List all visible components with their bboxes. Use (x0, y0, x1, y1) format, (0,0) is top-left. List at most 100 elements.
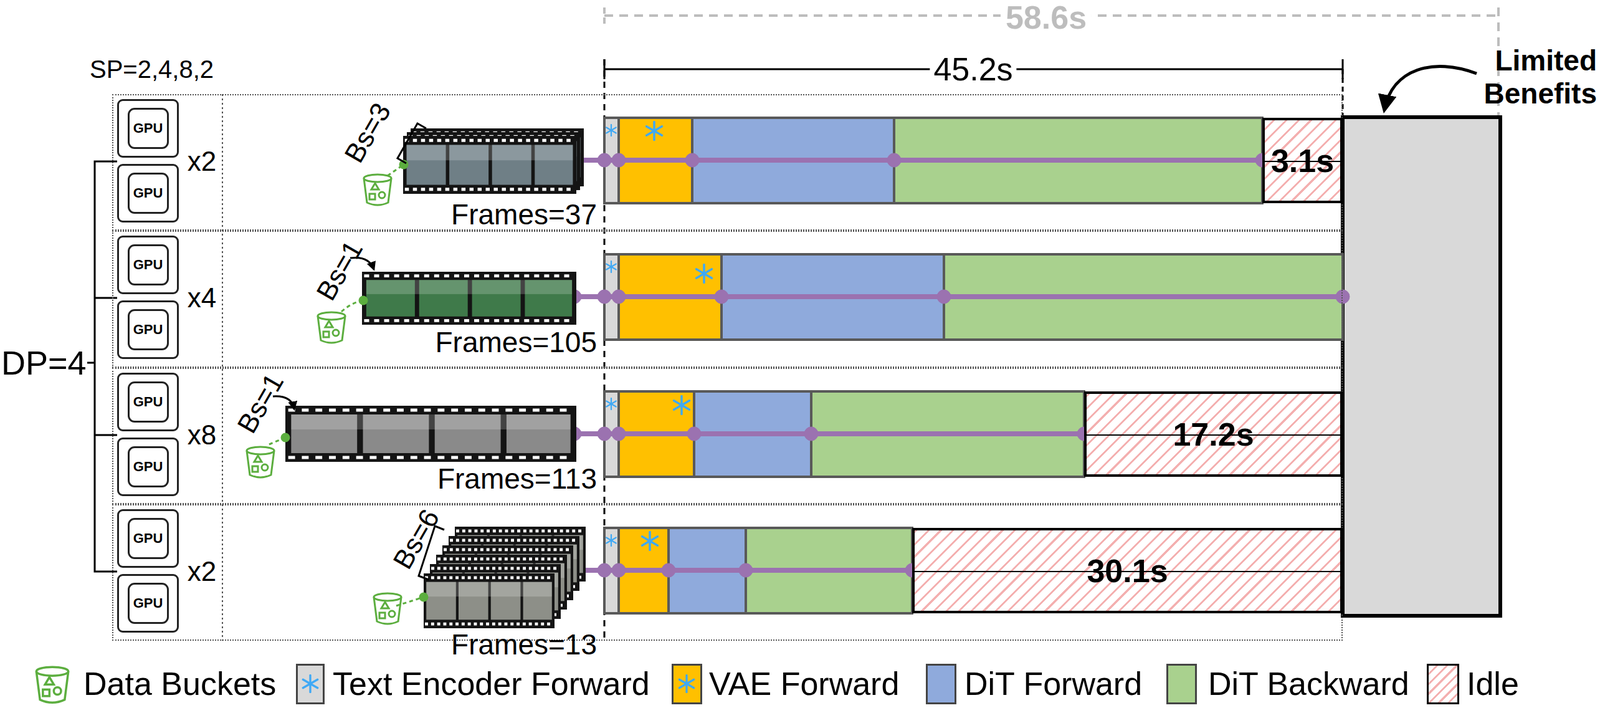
frame-count: Frames=13 (451, 629, 597, 659)
pipeline-line (611, 563, 626, 577)
sp-count: x4 (187, 284, 217, 312)
pipeline-line (568, 157, 1263, 163)
frozen-snowflake (302, 122, 712, 693)
pipeline-line (661, 563, 676, 577)
gpu-box: GPU (117, 99, 179, 158)
idle-time: 3.1s (1271, 144, 1334, 177)
legend-label: Data Buckets (83, 667, 277, 700)
bucket-link (419, 593, 428, 601)
frozen-snowflake (606, 261, 617, 273)
frozen-snowflake (606, 124, 617, 136)
legend-swatch (1426, 663, 1460, 705)
callout-note: Limited Benefits (1464, 44, 1597, 111)
frozen-snowflake (642, 532, 658, 551)
frame-count: Frames=37 (451, 200, 597, 229)
span-guides (603, 59, 606, 80)
frozen-snowflake (679, 675, 694, 693)
gpu-label: GPU (133, 321, 164, 338)
gpu-label: GPU (133, 595, 164, 612)
gpu-label: GPU (133, 393, 164, 410)
legend-swatch (1166, 663, 1197, 705)
dp-label: DP=4 (1, 345, 87, 380)
bucket-link (359, 296, 367, 305)
frozen-snowflake (674, 396, 690, 415)
gpu-box: GPU (117, 437, 179, 496)
frozen-snowflake (606, 534, 617, 546)
idle-box: 30.1s (912, 527, 1343, 614)
pipeline-line (937, 289, 951, 304)
video-film (423, 573, 555, 629)
pipeline-line (597, 289, 612, 304)
gpu-chip: GPU (127, 244, 169, 286)
pipeline-line (597, 563, 612, 577)
idle-box: 3.1s (1262, 117, 1343, 204)
gpu-label: GPU (133, 458, 164, 475)
video-film (403, 135, 577, 194)
frame-count: Frames=113 (437, 464, 597, 493)
frozen-snowflake (696, 264, 713, 283)
pipeline-line (611, 426, 626, 441)
gpu-chip: GPU (127, 446, 169, 488)
legend-swatch (671, 663, 703, 705)
batch-brace (397, 123, 427, 164)
frozen-snowflake (646, 122, 663, 141)
gpu-chip: GPU (127, 107, 169, 149)
pipeline-line (887, 153, 901, 167)
sp-count: x8 (187, 421, 217, 449)
pipeline-line (687, 426, 701, 441)
video-film (361, 271, 577, 325)
step-time: 45.2s (929, 52, 1017, 86)
video-film (285, 405, 577, 462)
data-bucket (246, 446, 275, 478)
row-band: x2 Bs=3Frames=37 GPU GPU 3.1s (112, 94, 1343, 231)
pipeline-line (1335, 289, 1350, 304)
gpu-chip: GPU (127, 309, 169, 351)
row-band: x4 Bs=1Frames=105 GPU GPU (112, 230, 1343, 368)
gpu-label: GPU (133, 120, 164, 137)
pipeline-line (597, 426, 612, 441)
gpu-label: GPU (133, 256, 164, 273)
gpu-label: GPU (133, 530, 164, 547)
legend-label: DiT Backward (1208, 667, 1410, 700)
data-bucket (363, 174, 392, 205)
gpu-chip: GPU (127, 517, 169, 559)
gpu-box: GPU (117, 163, 179, 223)
idle-time: 30.1s (1086, 554, 1168, 587)
batch-size: Bs=1 (233, 368, 289, 438)
span-guides (603, 7, 606, 27)
limited-benefit-box (1342, 117, 1501, 616)
legend-swatch (295, 663, 325, 705)
legend-label: VAE Forward (709, 667, 900, 700)
frozen-snowflake (606, 398, 617, 410)
batch-size: Bs=6 (388, 504, 445, 574)
sp-config: SP=2,4,8,2 (89, 56, 214, 82)
data-bucket (317, 312, 346, 343)
row-band: x8 Bs=1Frames=113 GPU GPU 17.2s (112, 367, 1343, 505)
batch-size: Bs=1 (312, 236, 368, 305)
bucket-link (281, 433, 290, 442)
batch-size: Bs=3 (340, 98, 396, 167)
pipeline-line (738, 563, 753, 577)
gpu-box: GPU (117, 372, 179, 432)
idle-time: 17.2s (1172, 418, 1254, 451)
sp-count: x2 (187, 557, 217, 586)
pipeline-line (611, 289, 626, 304)
legend-swatch (925, 663, 957, 705)
stage-bars (604, 117, 1343, 614)
frozen-snowflake (302, 675, 318, 693)
legend-label: Text Encoder Forward (332, 667, 650, 700)
pipeline-line (714, 289, 729, 304)
pipeline-line (561, 153, 1350, 577)
frame-count: Frames=105 (434, 327, 597, 357)
data-bucket (373, 593, 402, 624)
gpu-box: GPU (117, 509, 179, 568)
gpu-chip: GPU (127, 172, 169, 214)
gpu-label: GPU (133, 185, 164, 202)
sp-count: x2 (187, 147, 217, 176)
callout-arrow (1384, 66, 1477, 110)
gpu-box: GPU (117, 573, 179, 633)
pipeline-line (804, 426, 819, 441)
